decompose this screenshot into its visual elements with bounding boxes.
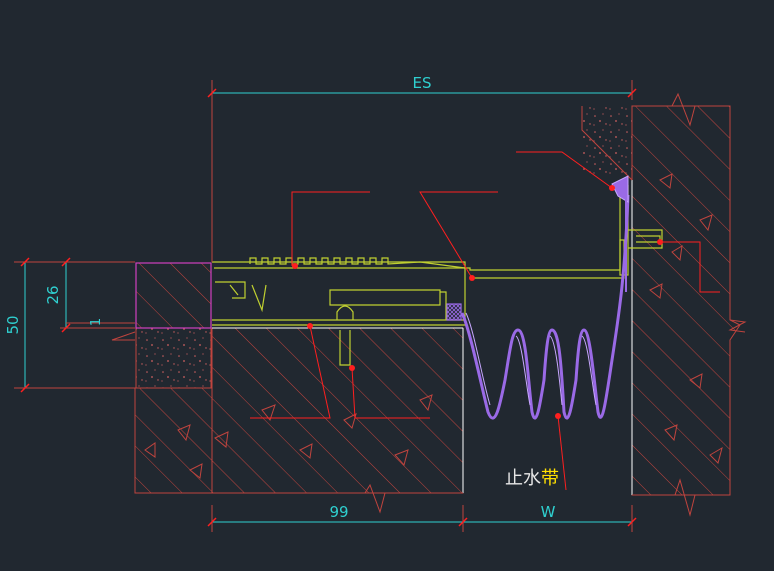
leader-2 — [419, 191, 498, 279]
left-slab-left-break — [111, 331, 136, 341]
right-wall-mid-break — [728, 319, 747, 333]
waterstop-label-part2: 带 — [541, 468, 559, 489]
dim-99-label: 99 — [329, 503, 348, 521]
dimension-ticks — [20, 88, 637, 527]
right-wall-top-break — [632, 92, 730, 127]
seal-bellows-inner — [465, 312, 597, 406]
profile-inner — [214, 239, 625, 279]
dim-es-label: ES — [413, 74, 432, 92]
dim-50-label: 50 — [4, 315, 22, 334]
left-slab-hatch — [211, 327, 464, 494]
profile-base — [212, 261, 466, 321]
waterstop-seal — [446, 175, 630, 420]
left-slab-screed — [135, 327, 212, 389]
leader-lines — [250, 151, 720, 491]
seal-top-clip — [611, 175, 629, 203]
profile-bolt — [336, 305, 354, 366]
left-slab-edge-block — [135, 262, 212, 329]
profile-end-cap — [440, 291, 447, 320]
profile-underside — [212, 289, 465, 326]
leader-dots — [292, 185, 663, 419]
seal-anchor-block — [446, 303, 462, 321]
seal-bellows — [460, 194, 630, 420]
right-wall — [581, 92, 747, 517]
dim-w-label: W — [541, 503, 556, 521]
dimension-lines — [14, 80, 633, 532]
right-wall-aggregate — [649, 173, 723, 464]
left-slab-aggregate — [144, 394, 433, 479]
right-wall-hatch — [631, 105, 741, 496]
profile-clip — [215, 281, 267, 313]
leader-3 — [516, 151, 613, 189]
right-wall-bottom-break — [632, 478, 730, 517]
left-slab — [111, 262, 464, 514]
right-wall-screed-edge — [581, 106, 633, 181]
right-wall-screed — [582, 106, 632, 174]
leader-4 — [660, 241, 720, 293]
dim-26-label: 26 — [44, 285, 62, 304]
waterstop-label-part1: 止水 — [505, 468, 541, 489]
leader-1 — [291, 191, 370, 266]
profile-ribs — [249, 257, 466, 269]
leader-7 — [557, 415, 567, 491]
leader-6 — [351, 367, 430, 419]
left-slab-break-line — [135, 483, 463, 514]
waterstop-label: 止水带 — [505, 468, 559, 489]
leader-5 — [250, 325, 331, 419]
dim-1-label: 1 — [89, 318, 104, 326]
